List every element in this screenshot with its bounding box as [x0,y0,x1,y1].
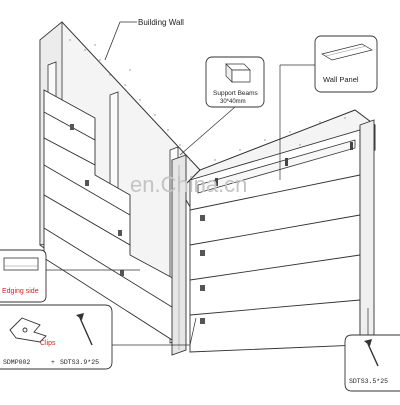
screw-icon-b [364,339,379,367]
callout-support-beams: Support Beams 30*40mm [179,56,265,156]
corner-post [171,154,187,356]
callout-wall-panel: Wall Panel [279,35,378,180]
clips-left [70,124,124,276]
support-beam-right [197,139,356,194]
label-part-screw-b: SDTS3.5*25 [349,378,388,385]
callout-building-wall: Building Wall [104,18,184,61]
clip-icon [9,317,47,343]
label-support-beams-size: 30*40mm [220,99,246,105]
label-support-beams: Support Beams [213,90,259,97]
label-edging-side: Edging side [2,288,39,295]
screws-right [215,142,353,186]
end-post-right [359,119,375,351]
screw-icon-a [76,313,93,346]
callout-clips: Clips SDMP002 + SDTS3.9*25 [0,304,197,370]
label-clips: Clips [40,340,56,347]
callout-edging-side: Edging side [0,249,140,303]
callout-screw-right: SDTS3.5*25 [344,308,400,392]
label-plus: + [51,359,55,366]
label-part-screw-a: SDTS3.9*25 [60,359,99,366]
label-wall-panel: Wall Panel [323,75,359,84]
label-part-clip: SDMP002 [3,359,30,366]
watermark: en.China.cn [130,172,247,197]
label-building-wall: Building Wall [138,18,184,27]
clips-right [200,215,205,324]
